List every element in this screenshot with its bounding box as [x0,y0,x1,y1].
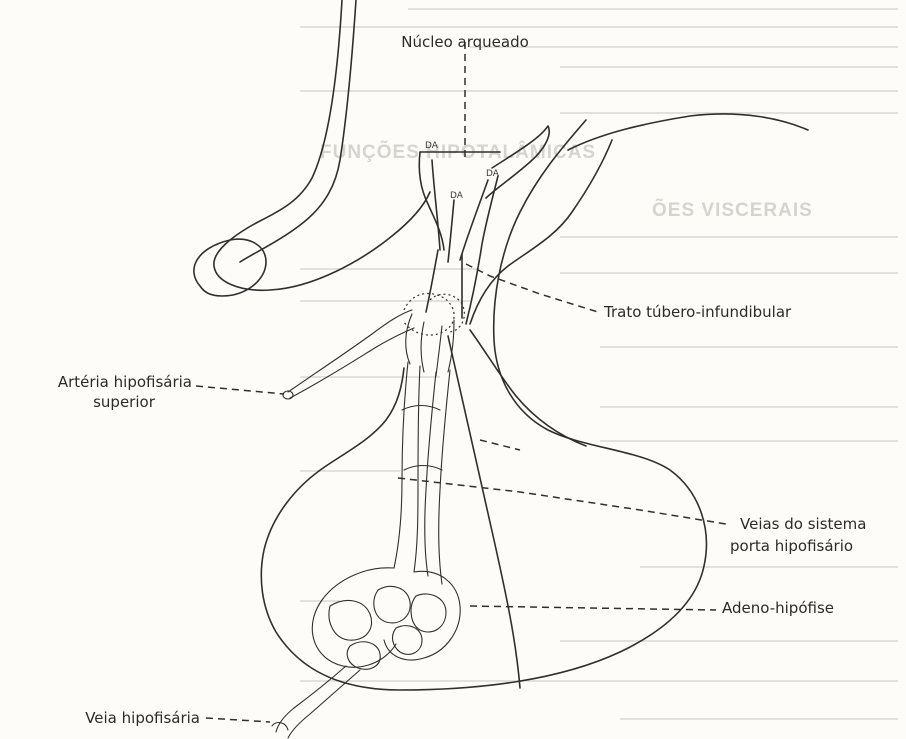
leader-arteria [196,386,284,394]
adenohypophysis-posterior-border [448,336,520,688]
capillary-vessel [421,322,424,372]
portal-vein [439,370,450,584]
portal-vein [394,362,408,568]
hypophysis-outline [261,120,706,690]
label-veia-hipofisaria: Veia hipofisária [0,708,200,728]
capillary-mesh [411,594,446,632]
label-nucleo-arqueado: Núcleo arqueado [370,32,560,52]
portal-vein [425,372,436,576]
leader-veias [398,478,726,524]
infundibular-stalk-left [426,250,438,312]
capillary-mesh [374,586,410,622]
capillary-vessel [436,326,442,376]
portal-vein-crossing [402,406,440,411]
capillary-vessel [406,314,412,364]
leader-trato [466,264,598,312]
hypophyseal-vein [276,666,346,732]
tract-line [460,180,488,260]
label-veias-sistema-line2: porta hipofisário [730,536,906,556]
portal-vein [414,366,420,572]
tract-line [432,160,440,250]
capillary-mesh [329,600,372,640]
superior-hypophyseal-artery [288,310,412,392]
leader-veias-secondary [480,440,520,450]
label-adeno-hipofise: Adeno-hipófise [722,598,902,618]
capillary-mesh [393,626,422,655]
tract-line [448,200,454,262]
leader-veia [206,718,270,722]
label-trato-tubero-infundibular: Trato túbero-infundibular [604,302,844,322]
median-eminence-top [419,152,444,250]
label-veias-sistema-line1: Veias do sistema [740,514,906,534]
posterior-lobe-outline [470,140,612,324]
posterior-lobe-body [470,330,586,446]
da-neuron-label: DA [450,191,464,201]
da-neuron-label: DA [425,141,439,151]
superior-hypophyseal-artery-inner [290,328,414,398]
portal-vein-crossing [404,466,442,471]
da-neuron-label: DA [486,169,500,179]
capillary-mesh [347,642,380,669]
leader-adeno [470,606,716,610]
label-arteria-hipofisaria-line1: Artéria hipofisária [0,372,192,392]
posterior-lobe-right-outline [568,114,808,150]
optic-chiasm-outline [194,239,266,296]
secondary-capillary-network [312,568,396,667]
label-arteria-hipofisaria-line2: superior [64,392,184,412]
